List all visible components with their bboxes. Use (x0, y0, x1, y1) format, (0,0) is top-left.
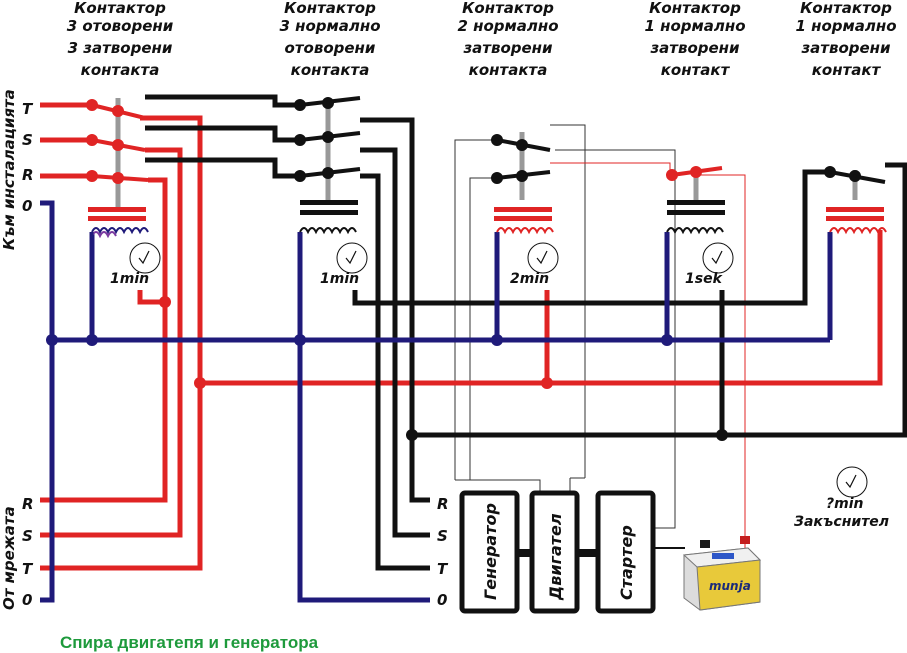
battery-icon: munja (682, 536, 762, 611)
header-1-line-1: Контактор (74, 0, 166, 17)
label-to-installation: Към инсталацията (0, 89, 18, 250)
header-5-line-4: контакт (812, 61, 882, 79)
neutral-wires (40, 200, 833, 603)
label-top-R: R (22, 166, 34, 184)
header-contactor-5: Контактор 1 нормално затворени контакт (795, 0, 896, 79)
header-contactor-4: Контактор 1 нормално затворени контакт (644, 0, 745, 79)
check-icon (345, 250, 357, 265)
header-4-line-2: 1 нормално (644, 17, 745, 35)
contactor-3 (491, 132, 554, 235)
check-icon (536, 250, 548, 265)
delay-timer-label: ?min (826, 496, 864, 512)
contactor-4 (666, 166, 725, 235)
label-top-0: 0 (22, 197, 32, 215)
header-1-line-4: контакта (81, 61, 160, 79)
header-contactor-2: Контактор 3 нормално отоворени контакта (279, 0, 380, 79)
header-4-line-3: затворени (649, 39, 740, 57)
caption: Спира двигатепя и генератора (60, 633, 319, 652)
header-4-line-1: Контактор (649, 0, 741, 17)
label-top-S: S (22, 131, 33, 149)
label-gen-S: S (437, 527, 448, 545)
timer-3-label: 2min (510, 271, 549, 287)
header-2-line-3: отоворени (285, 39, 376, 57)
header-2-line-1: Контактор (284, 0, 376, 17)
header-5-line-2: 1 нормално (795, 17, 896, 35)
delay-timer: ?min Закъснител (794, 466, 889, 530)
header-contactor-3: Контактор 2 нормално затворени контакта (457, 0, 558, 79)
header-3-line-2: 2 нормално (457, 17, 558, 35)
check-icon (138, 250, 150, 265)
junction-dot (194, 377, 206, 389)
header-3-line-3: затворени (462, 39, 553, 57)
contactor-5 (824, 166, 887, 235)
junction-dot (661, 334, 673, 346)
label-bottom-T: T (22, 560, 34, 578)
timer-1-label: 1min (110, 271, 149, 287)
starter-label: Стартер (617, 525, 636, 600)
contactor-2 (294, 96, 361, 235)
header-2-line-4: контакта (291, 61, 370, 79)
label-bottom-R: R (22, 495, 34, 513)
timer-4-label: 1sek (685, 271, 724, 287)
timer-4: 1sek (685, 242, 734, 287)
label-gen-R: R (437, 495, 449, 513)
control-wires (145, 94, 907, 571)
generator-box: Генератор (459, 490, 520, 614)
contactor-1 (86, 98, 149, 240)
header-5-line-3: затворени (800, 39, 891, 57)
header-4-line-4: контакт (661, 61, 731, 79)
junction-dot (46, 334, 58, 346)
timer-2-label: 1min (320, 271, 359, 287)
header-1-line-3: 3 затворени (68, 39, 173, 57)
junction-dot (294, 334, 306, 346)
label-gen-T: T (437, 560, 449, 578)
junction-dot (716, 429, 728, 441)
generator-label: Генератор (481, 503, 500, 600)
header-2-line-2: 3 нормално (279, 17, 380, 35)
check-icon (711, 250, 723, 265)
header-3-line-4: контакта (469, 61, 548, 79)
junction-dot (86, 334, 98, 346)
junction-dot (406, 429, 418, 441)
header-5-line-1: Контактор (800, 0, 892, 17)
timer-2: 1min (320, 242, 368, 287)
check-icon (845, 474, 857, 489)
timer-1: 1min (110, 242, 161, 287)
label-top-T: T (22, 100, 34, 118)
timer-3: 2min (510, 242, 559, 287)
junction-dot (491, 334, 503, 346)
junctions (46, 296, 728, 441)
label-bottom-0: 0 (22, 591, 32, 609)
motor-box: Двигател (529, 490, 580, 614)
battery-brand: munja (709, 579, 751, 593)
starter-box: Стартер (595, 490, 656, 614)
label-gen-0: 0 (437, 591, 447, 609)
label-bottom-S: S (22, 527, 33, 545)
header-contactor-1: Контактор 3 отоворени 3 затворени контак… (67, 0, 174, 79)
delay-timer-name: Закъснител (794, 514, 889, 530)
header-3-line-1: Контактор (462, 0, 554, 17)
motor-label: Двигател (546, 513, 565, 601)
header-1-line-2: 3 отоворени (67, 17, 174, 35)
junction-dot (159, 296, 171, 308)
label-from-grid: От мрежата (0, 506, 18, 610)
junction-dot (541, 377, 553, 389)
